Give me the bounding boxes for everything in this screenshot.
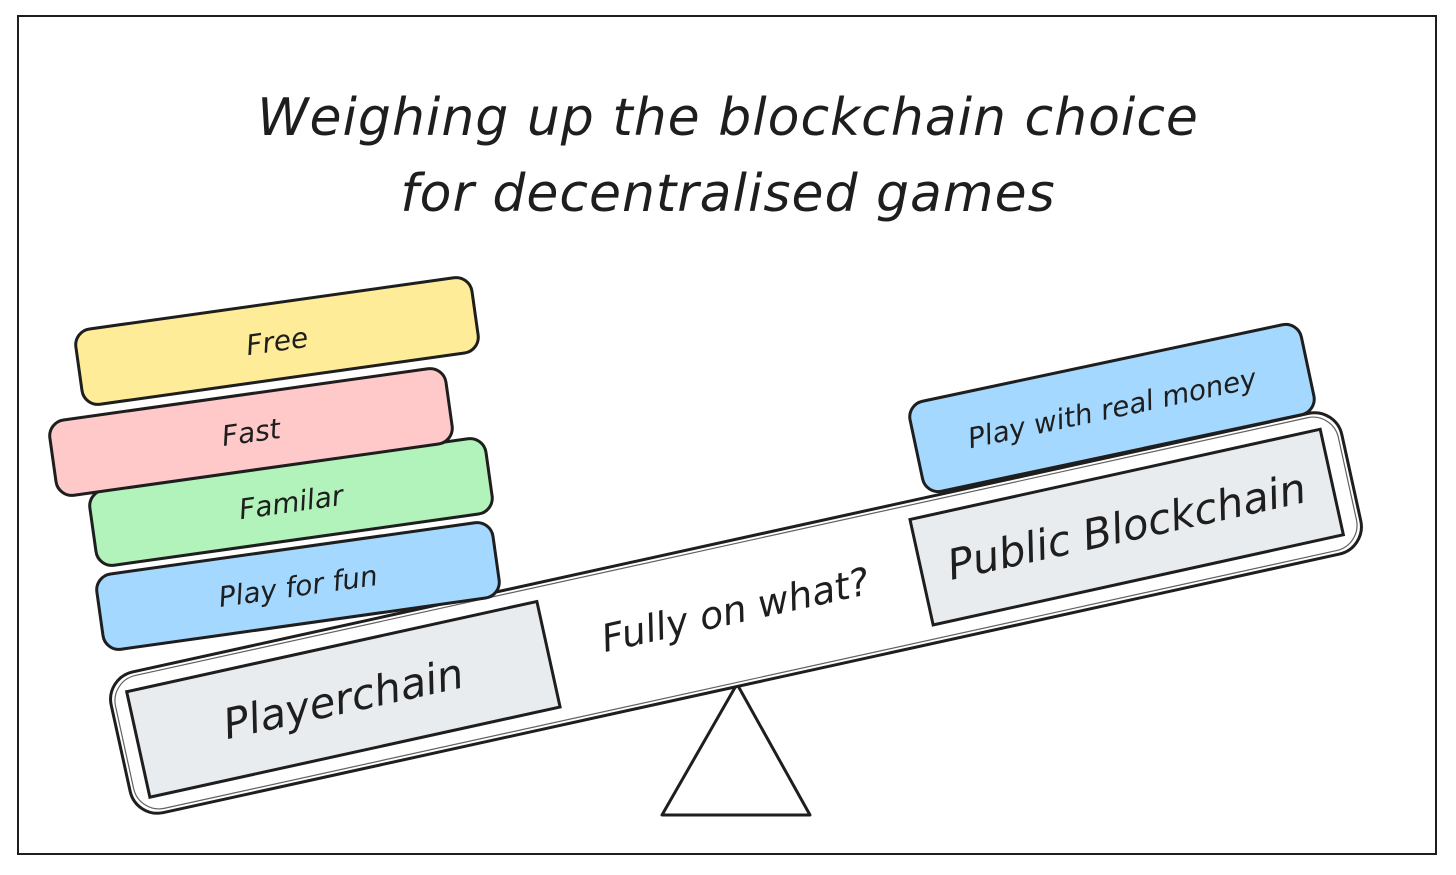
playerchain-box: [124, 599, 562, 799]
block-fast-label: Fast: [220, 412, 284, 453]
block-play-with-real-money-shape: [908, 322, 1316, 494]
block-play-for-fun: Play for fun: [95, 521, 501, 651]
fulcrum-triangle: [660, 682, 812, 817]
seesaw-beam-group: Playerchain Fully on what? Public Blockc…: [109, 411, 1363, 815]
title-line-1: Weighing up the blockchain choice: [257, 88, 1199, 148]
public-blockchain-box: [908, 427, 1346, 627]
seesaw-beam-sketch-line: [114, 416, 1358, 810]
diagram-title: Weighing up the blockchain choice for de…: [0, 80, 1456, 232]
block-fast: Fast: [48, 367, 454, 497]
title-line-2: for decentralised games: [400, 164, 1056, 224]
block-free: Free: [74, 276, 480, 406]
block-free-shape: [74, 276, 480, 406]
block-fast-shape: [48, 367, 454, 497]
block-play-for-fun-shape: [95, 521, 501, 651]
